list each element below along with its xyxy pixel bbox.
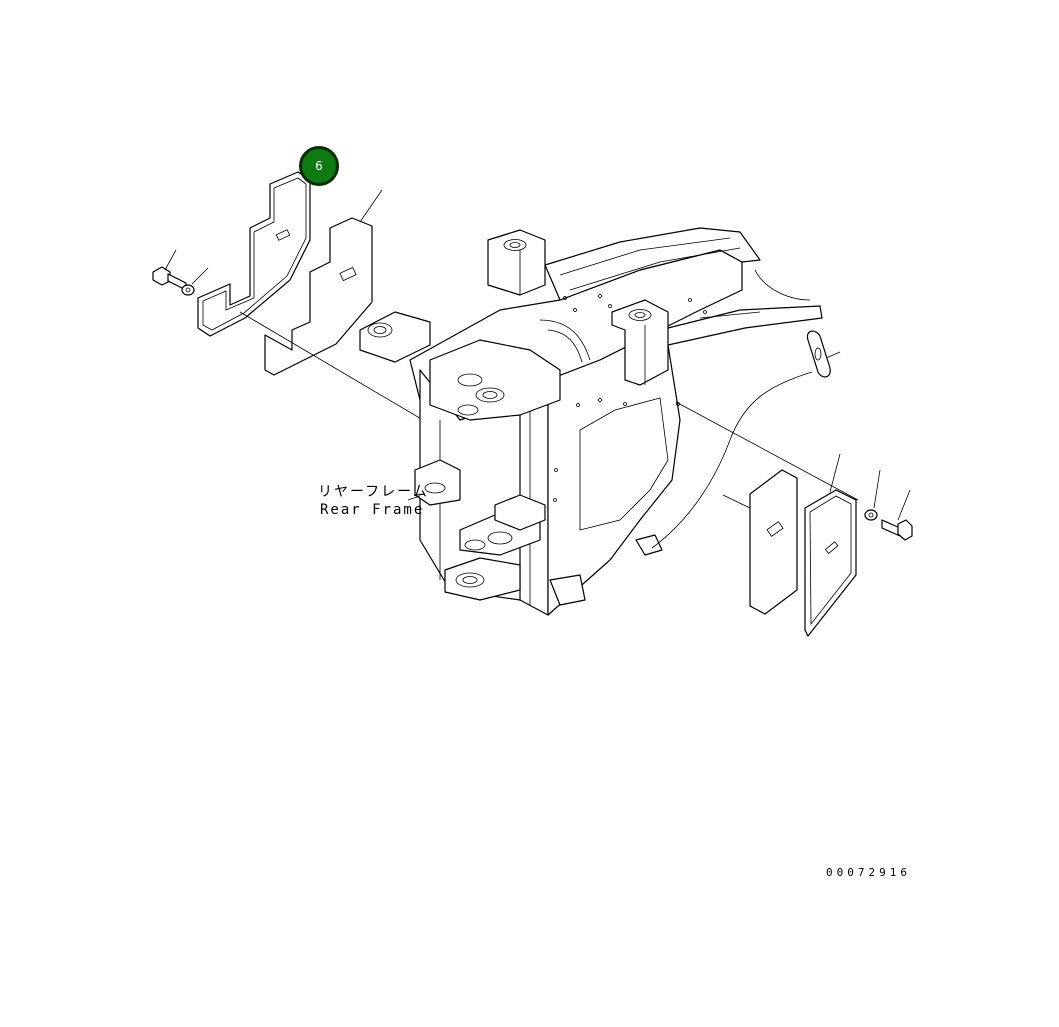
part-callout-6[interactable]: 6 [299,146,339,186]
rear-frame-label-en: Rear Frame [320,502,425,518]
left-outer-cover-plate [264,189,383,376]
right-outer-cover-plate [804,453,857,637]
leader-line-left [239,311,441,431]
right-inner-cover-plate [722,469,798,615]
leader-curve-right [651,371,813,549]
leader-line-right [675,401,859,501]
rear-frame-label-jp: リヤーフレーム [318,484,429,500]
bolt-left [152,249,187,291]
document-number: 00072916 [826,866,911,879]
rear-frame-leader [407,495,421,501]
rear-frame [359,227,823,616]
lifting-hook [806,330,841,378]
left-inner-cover-plate [197,171,311,337]
bolt-right [881,489,913,541]
washer-right [864,469,881,521]
washer-left [181,267,209,296]
